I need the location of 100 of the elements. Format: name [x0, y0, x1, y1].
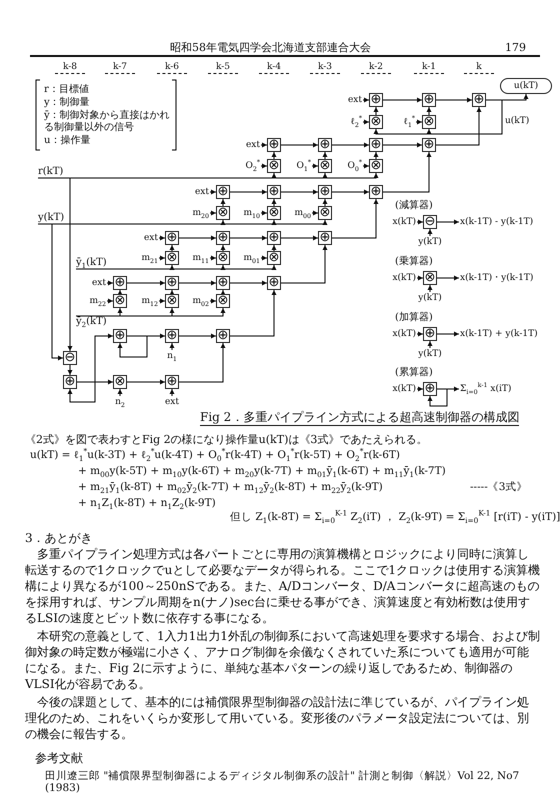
signal-arrow	[436, 276, 460, 280]
signal-label: ext	[194, 187, 209, 197]
signal-arrow	[382, 142, 422, 148]
operator-box: ⊕	[472, 93, 486, 107]
signal-arrow	[362, 120, 370, 124]
signal-label: y(kT)	[417, 349, 443, 359]
signal-arrow	[260, 164, 268, 168]
signal-arrow	[260, 256, 268, 260]
signal-arrow	[76, 380, 114, 384]
operator-box: ⊗	[267, 159, 281, 173]
signal-arrow	[76, 264, 276, 270]
signal-label: ȳ$_{1}$(kT)	[76, 257, 107, 269]
operator-box: ⊕	[267, 185, 281, 199]
operator-heading: (乗算器)	[395, 255, 433, 269]
signal-arrow	[374, 152, 378, 160]
stage-label: k-8	[55, 62, 85, 74]
operator-box: ⊕	[422, 138, 436, 152]
signal-label: r(kT)	[38, 166, 64, 178]
signal-label: m$_{02}$	[192, 296, 209, 306]
operator-box: ⊕	[318, 231, 332, 245]
operator-box: ⊕	[267, 231, 281, 245]
signal-arrow	[178, 334, 216, 338]
signal-arrow	[332, 198, 378, 238]
signal-label: x(k-1T) + y(k-1T)	[460, 327, 538, 341]
signal-arrow	[332, 190, 370, 194]
signal-arrow	[260, 210, 268, 216]
signal-arrow	[280, 142, 318, 148]
signal-label: m$_{20}$	[192, 208, 209, 218]
stage-label: k-5	[208, 62, 238, 74]
signal-arrow	[436, 98, 472, 102]
signal-arrow	[332, 142, 370, 148]
signal-arrow	[210, 190, 216, 194]
signal-arrow	[428, 228, 432, 236]
signal-arrow	[178, 342, 226, 382]
signal-label: ext	[164, 397, 180, 407]
edge-label: u(kT)	[505, 116, 530, 126]
operator-heading: (減算器)	[395, 199, 433, 213]
signal-label: y(kT)	[38, 212, 64, 224]
signal-arrow	[374, 106, 378, 116]
operator-box: ⊗	[113, 375, 127, 389]
signal-label: x(kT)	[392, 384, 416, 394]
signal-label: x(kT)	[392, 273, 416, 283]
heading: 参考文献	[35, 750, 83, 767]
stage-label: k-1	[414, 62, 444, 74]
signal-label: x(k-1T) - y(k-1T)	[460, 215, 534, 229]
operator-box: ⊕	[423, 382, 437, 396]
signal-arrow	[220, 290, 226, 295]
signal-arrow	[210, 298, 216, 304]
section-heading: 3．あとがき	[25, 530, 93, 547]
signal-arrow	[426, 100, 502, 134]
operator-box: ⊕	[216, 276, 230, 290]
signal-arrow	[382, 152, 432, 192]
body-text: 《2式》を図で表わすとFig 2の様になり操作量u(kT)は《3式》であたえられる。	[25, 432, 428, 448]
signal-arrow	[38, 224, 64, 360]
signal-arrow	[230, 236, 268, 240]
operator-heading: (累算器)	[395, 366, 433, 380]
stage-label: k	[464, 62, 494, 74]
equation: -----《3式》	[470, 480, 528, 495]
operator-box: ⊕	[165, 329, 179, 343]
equation: + m$_{21}$ȳ$_{1}$(k-8T) + m$_{02}$ȳ$_{2}$(k-7T) + m$_{12}$ȳ$_{2}$(k-8T) + m$_{22}$ȳ$_{2}$(k-9T)	[78, 480, 383, 495]
operator-box: ⊖	[63, 351, 77, 365]
signal-label: y(kT)	[417, 237, 443, 247]
signal-arrow	[158, 298, 166, 304]
signal-arrow	[106, 280, 114, 286]
stage-label: k-6	[157, 62, 187, 74]
signal-arrow	[220, 198, 226, 206]
operator-box: ⊗	[216, 251, 230, 265]
signal-arrow	[230, 280, 268, 286]
operator-box: ⊕	[369, 138, 383, 152]
operator-box: ⊗	[113, 294, 127, 308]
signal-arrow	[178, 236, 216, 240]
signal-label: ext	[246, 140, 260, 150]
signal-label: x(k-1T)・y(k-1T)	[460, 271, 534, 285]
signal-arrow	[210, 210, 216, 216]
signal-arrow	[170, 290, 174, 295]
stage-label: k-2	[361, 62, 391, 74]
signal-arrow	[428, 388, 448, 406]
signal-arrow	[426, 106, 432, 116]
signal-label: ext	[144, 233, 158, 243]
operator-box: ⊗	[216, 206, 230, 220]
figure-caption: Fig 2．多重パイプライン方式による超高速制御器の構成図	[200, 410, 520, 426]
signal-arrow	[106, 298, 114, 304]
equation: + n$_{1}$Z$_{1}$(k-8T) + n$_{1}$Z$_{2}$(k-9T)	[78, 496, 216, 511]
paragraph: 多重パイプライン処理方式は各パートごとに専用の演算機構とロジックにより同時に演算し転送するので1クロックでuとして必要なデータが得られる。ここで1クロックは使用する演算機構により異なるが100～250nSである。また、A/Dコンバータ、D/Aコンバータに超高速のものを採用すれば、サンプル周期をn(ナノ)sec台に乗せる事ができ、演算速度と有効桁数は使用するLSIの速度とビット数に依存する事になる。	[25, 546, 540, 626]
signal-arrow	[272, 152, 276, 160]
signal-label: m$_{11}$	[192, 253, 209, 263]
signal-arrow	[436, 220, 460, 224]
signal-arrow	[272, 198, 276, 206]
signal-arrow	[230, 290, 276, 336]
operator-box: ⊗	[422, 115, 436, 129]
stage-label: k-4	[259, 62, 289, 74]
operator-box: ⊗	[318, 206, 332, 220]
signal-arrow	[280, 190, 318, 194]
signal-arrow	[210, 256, 216, 260]
signal-arrow	[322, 152, 328, 160]
signal-arrow	[428, 284, 432, 292]
operator-box: ⊗	[369, 159, 383, 173]
operator-box: ⊕	[216, 185, 230, 199]
signal-arrow	[280, 244, 328, 284]
signal-arrow	[158, 236, 166, 240]
